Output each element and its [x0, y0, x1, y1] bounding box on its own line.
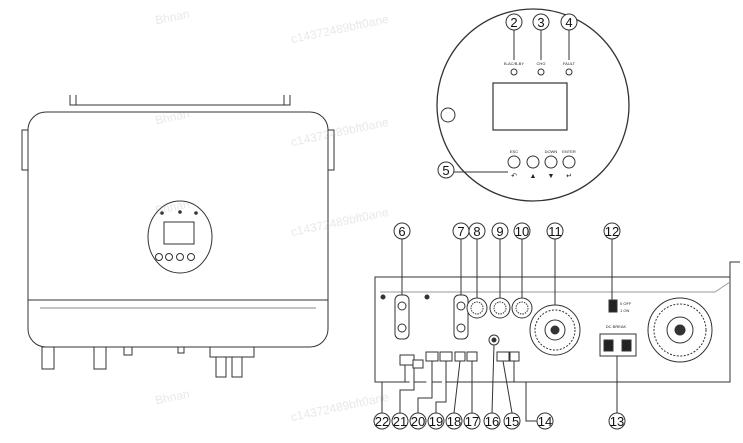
callout-6-text: 6 — [398, 224, 405, 239]
callout-12-text: 12 — [605, 224, 619, 239]
callout-19-text: 19 — [429, 414, 443, 429]
callout-3 — [532, 13, 550, 31]
port-14 — [509, 351, 520, 362]
callout-10-text: 10 — [515, 224, 529, 239]
bottom-callout-texts-bottom: 22 21 20 19 18 17 16 15 14 13 — [375, 414, 624, 429]
port-19 — [439, 351, 453, 362]
led-chg-label: CHG — [537, 61, 546, 66]
port-18 — [454, 351, 466, 362]
port-22 — [399, 354, 415, 366]
front-lcd — [163, 221, 195, 245]
up-button — [526, 155, 540, 169]
callout-18-text: 18 — [447, 414, 461, 429]
bottom-callout-texts-top: 6 7 8 9 10 11 12 — [398, 224, 619, 239]
front-view — [21, 95, 335, 378]
bottom-callouts-top — [393, 222, 621, 305]
fan-right — [647, 297, 713, 363]
terminal-6 — [394, 294, 410, 340]
enter-button — [562, 155, 576, 169]
led-fault — [565, 68, 573, 76]
switch-off-label: 0 OFF — [620, 301, 632, 306]
callout-14-text: 14 — [538, 414, 552, 429]
back-arrow-icon: ↶ — [511, 173, 517, 180]
bottom-top-edge — [380, 261, 740, 278]
down-arrow-icon: ▼ — [548, 173, 555, 180]
enter-label: ENTER — [562, 149, 576, 154]
callout-4 — [560, 13, 578, 31]
panel-view: B-AC/B-BY CHG FAULT 2 3 4 ESC DOWN ENTER… — [436, 8, 630, 202]
panel-buttons — [507, 155, 576, 169]
bottom-view: 0 OFF 1 ON DC BREAK — [374, 261, 740, 383]
callout-2 — [505, 13, 523, 31]
fan-11 — [529, 304, 581, 356]
callout-21-text: 21 — [393, 414, 407, 429]
callout-9-text: 9 — [496, 224, 503, 239]
led-ac — [510, 68, 518, 76]
port-15 — [496, 351, 510, 362]
port-20 — [425, 351, 439, 362]
callout-20-text: 20 — [411, 414, 425, 429]
dc-breaker-13 — [599, 333, 637, 357]
port-21 — [412, 359, 424, 369]
gland-9 — [489, 297, 511, 319]
callout-4-text: 4 — [565, 15, 572, 30]
callout-5 — [437, 161, 455, 179]
callout-7-text: 7 — [457, 224, 464, 239]
down-button — [544, 155, 558, 169]
led-ac-label: B-AC/B-BY — [504, 61, 524, 66]
bottom-ports — [399, 351, 520, 369]
callout-15-text: 15 — [505, 414, 519, 429]
up-arrow-icon: ▲ — [530, 173, 537, 180]
switch-on-label: 1 ON — [620, 308, 629, 313]
gland-10 — [511, 297, 533, 319]
callout-left — [440, 107, 456, 123]
callout-11-text: 11 — [548, 224, 562, 239]
callout-5-text: 5 — [442, 163, 449, 178]
front-feet — [41, 346, 255, 378]
callout-8-text: 8 — [473, 224, 480, 239]
front-buttons — [155, 253, 195, 261]
callout-3-text: 3 — [537, 15, 544, 30]
port-17 — [466, 351, 478, 362]
callout-2-text: 2 — [510, 15, 517, 30]
led-fault-label: FAULT — [563, 61, 576, 66]
gland-8 — [466, 297, 488, 319]
dc-break-label: DC BREAK — [606, 324, 627, 329]
esc-label: ESC — [510, 149, 518, 154]
terminal-7 — [453, 294, 469, 340]
callout-22-text: 22 — [375, 414, 389, 429]
panel-lcd — [492, 82, 568, 131]
down-label: DOWN — [545, 149, 558, 154]
callout-17-text: 17 — [465, 414, 479, 429]
top-bracket — [69, 95, 291, 106]
bottom-callouts-bottom — [373, 344, 626, 430]
callout-16-text: 16 — [485, 414, 499, 429]
led-chg — [537, 68, 545, 76]
switch-12 — [608, 299, 618, 313]
esc-button — [507, 155, 521, 169]
enter-arrow-icon: ↵ — [566, 173, 572, 180]
callout-13-text: 13 — [610, 414, 624, 429]
